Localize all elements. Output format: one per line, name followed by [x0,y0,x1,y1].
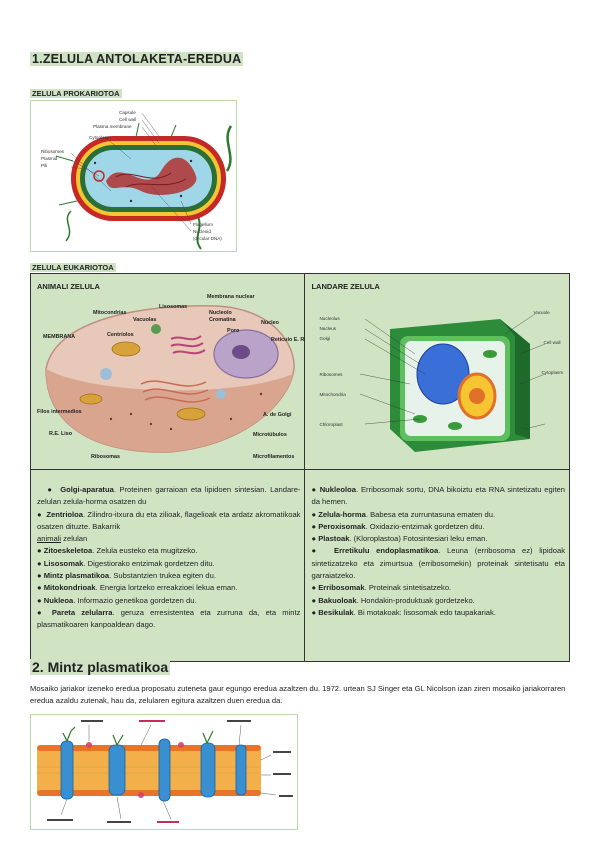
membrane-illustration [31,715,297,829]
label-re-liso: R.E. Liso [49,431,72,437]
label-membrana-nuclear: Membrana nuclear [207,294,255,300]
point-besikulak: ● Besikulak. Bi motakoak: lisosomak edo … [311,607,565,619]
label-cytoplasm: Cytoplasm [89,135,111,140]
membrane-figure [30,714,298,830]
membrane-paragraph: Mosaiko jariakor izeneko eredua proposat… [30,683,578,707]
point-nukleoloa: ● Nukleoloa. Erribosomak sortu, DNA biko… [311,484,565,509]
label-lisosomas: Lisosomas [159,304,187,310]
label-ribosomes: Ribosomes [41,149,64,154]
point-mitokondrioak: ● Mitokondrioak. Energia lortzeko erreak… [37,582,300,594]
point-plastoak: ● Plastoak. (Kloroplastoa) Fotosintesiar… [311,533,565,545]
label-nucleo: Núcleo [261,320,279,326]
point-erretikulu: ● Erretikulu endoplasmatikoa. Leuna (err… [311,545,565,582]
prokaryote-figure: Capsule Cell wall Plasma membrane Cytopl… [30,100,237,252]
point-mintz: ● Mintz plasmatikoa. Substantzien trukea… [37,570,300,582]
plant-label-nucleolus: Nucleolus [319,316,339,321]
plant-cell-figure: LANDARE ZELULA [305,274,570,470]
label-poro: Poro [227,328,239,334]
label-microtubulos: Microtúbulos [253,432,287,438]
plant-points: ● Nukleoloa. Erribosomak sortu, DNA biko… [305,470,570,662]
label-cromatina: Cromatina [209,317,236,323]
point-bakuoloak: ● Bakuoloak. Hondakin-produktuak gordetz… [311,595,565,607]
point-zentrioloa-cont: animali zelulan [37,533,300,545]
prokaryote-heading: ZELULA PROKARIOTOA [30,89,122,98]
label-golgi: A. de Golgi [263,412,291,418]
section-heading-2: 2. Mintz plasmatikoa [30,659,170,675]
section-heading-1: 1.ZELULA ANTOLAKETA-EREDUA [30,52,243,66]
plant-label-ribosomes: Ribosomes [319,372,342,377]
animal-points: ● Golgi-aparatua. Proteinen garraioan et… [31,470,305,662]
label-nucleoid: Nucleoid [193,229,211,234]
label-circular-dna: (circular DNA) [193,236,222,241]
plant-label-cytoplasm: Cytoplasm [541,370,563,375]
label-capsule: Capsule [119,110,136,115]
plant-label-mitochondria: Mitochondria [319,392,345,397]
label-filos-intermedios: Filos intermedios [37,409,82,415]
eukaryote-heading: ZELULA EUKARIOTOA [30,263,116,272]
plant-label-vacuole: Vacuole [533,310,549,315]
label-microfilamentos: Microfilamentos [253,454,294,460]
eukaryote-table: ANIMALI ZELULA [30,273,570,662]
label-membrana: MEMBRANA [43,334,75,340]
point-erribosomak: ● Erribosomak. Proteinak sintetisatzeko. [311,582,565,594]
label-mitocondrias: Mitocondrias [93,310,127,316]
point-golgi: ● Golgi-aparatua. Proteinen garraioan et… [37,484,300,509]
point-zentrioloa: ● Zentrioloa. Zilindro-itxura du eta zil… [37,509,300,534]
label-pili: Pili [41,163,47,168]
label-ribosomas: Ribosomas [91,454,120,460]
label-flagellum: Flagellum [193,222,213,227]
label-cell-wall: Cell wall [119,117,136,122]
point-zelula-horma: ● Zelula-horma. Babesa eta zurruntasuna … [311,509,565,521]
point-peroxisomak: ● Peroxisomak. Oxidazio-entzimak gordetz… [311,521,565,533]
label-centriolos: Centríolos [107,332,134,338]
point-nukleoa: ● Nukleoa. Informazio genetikoa gordetze… [37,595,300,607]
label-plasmid: Plasmid [41,156,57,161]
point-zitoeskeletoa: ● Zitoeskeletoa. Zelula eusteko eta mugi… [37,545,300,557]
plant-label-golgi: Golgi [319,336,330,341]
animal-cell-figure: ANIMALI ZELULA [31,274,305,470]
point-lisosomak: ● Lisosomak. Digestiorako entzimak gorde… [37,558,300,570]
plant-cell-illustration [305,274,569,469]
plant-label-chloroplast: Chloroplast [319,422,342,427]
label-nucleolo: Nucleolo [209,310,232,316]
label-plasma-membrane: Plasma membrane [93,124,132,129]
plant-label-cell-wall: Cell wall [543,340,560,345]
point-pareta: ● Pareta zelularra. geruza erresistentea… [37,607,300,632]
label-vacuolas: Vacuolas [133,317,156,323]
plant-label-nucleus: Nucleus [319,326,336,331]
